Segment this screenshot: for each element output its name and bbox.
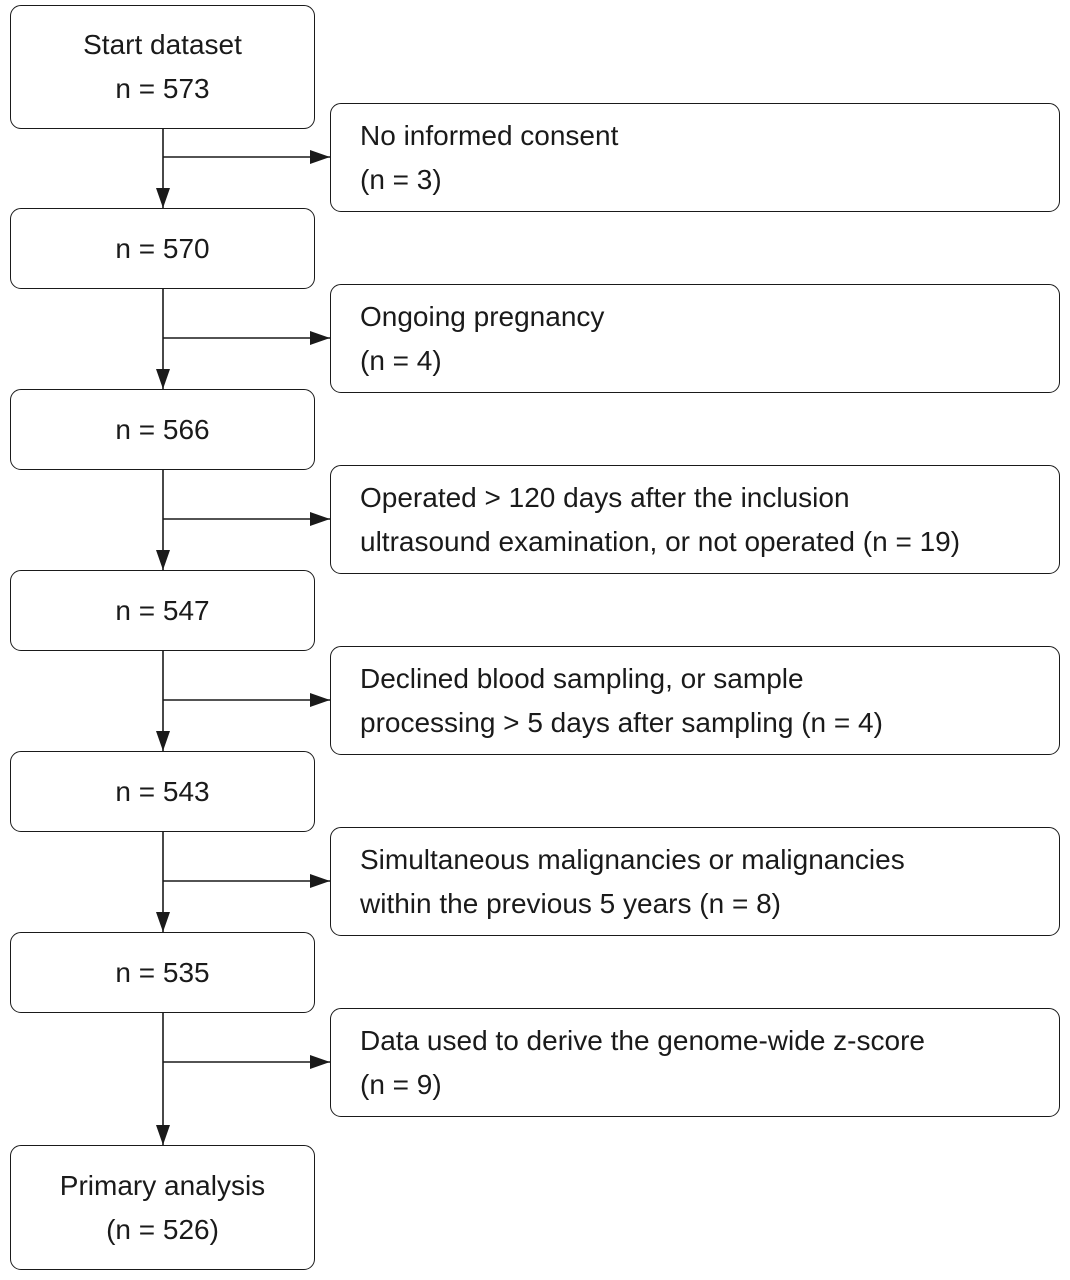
exclusion-box-5-line-1: Simultaneous malignancies or malignancie… bbox=[360, 843, 905, 875]
main-box-3-count: n = 566 bbox=[115, 413, 210, 445]
exclusion-box-6-line-2: (n = 9) bbox=[360, 1068, 442, 1100]
exclusion-box-2-line-2: (n = 4) bbox=[360, 344, 442, 376]
main-box-4: n = 547 bbox=[10, 570, 315, 651]
main-box-4-count: n = 547 bbox=[115, 594, 210, 626]
exclusion-box-2: Ongoing pregnancy (n = 4) bbox=[330, 284, 1060, 393]
exclusion-box-6-line-1: Data used to derive the genome-wide z-sc… bbox=[360, 1024, 925, 1056]
main-box-start-title: Start dataset bbox=[83, 29, 242, 60]
main-box-3: n = 566 bbox=[10, 389, 315, 470]
exclusion-box-1-line-1: No informed consent bbox=[360, 119, 619, 151]
exclusion-box-6: Data used to derive the genome-wide z-sc… bbox=[330, 1008, 1060, 1117]
exclusion-box-1-line-2: (n = 3) bbox=[360, 163, 442, 195]
exclusion-box-5: Simultaneous malignancies or malignancie… bbox=[330, 827, 1060, 936]
exclusion-box-3-line-1: Operated > 120 days after the inclusion bbox=[360, 481, 850, 513]
main-box-2-count: n = 570 bbox=[115, 232, 210, 264]
exclusion-box-2-line-1: Ongoing pregnancy bbox=[360, 300, 605, 332]
exclusion-box-3-line-2: ultrasound examination, or not operated … bbox=[360, 525, 961, 557]
main-box-final-count: (n = 526) bbox=[106, 1213, 219, 1245]
main-box-2: n = 570 bbox=[10, 208, 315, 289]
exclusion-box-1: No informed consent (n = 3) bbox=[330, 103, 1060, 212]
main-box-5-count: n = 543 bbox=[115, 775, 210, 807]
exclusion-box-3: Operated > 120 days after the inclusion … bbox=[330, 465, 1060, 574]
exclusion-box-4-line-1: Declined blood sampling, or sample bbox=[360, 662, 804, 694]
main-box-6-count: n = 535 bbox=[115, 956, 210, 988]
main-box-start: Start dataset n = 573 bbox=[10, 5, 315, 129]
exclusion-box-4-line-2: processing > 5 days after sampling (n = … bbox=[360, 706, 883, 738]
main-box-5: n = 543 bbox=[10, 751, 315, 832]
main-box-final-title: Primary analysis bbox=[59, 1169, 266, 1201]
main-box-start-count: n = 573 bbox=[115, 73, 210, 104]
main-box-6: n = 535 bbox=[10, 932, 315, 1013]
main-box-final: Primary analysis (n = 526) bbox=[10, 1145, 315, 1270]
exclusion-box-4: Declined blood sampling, or sample proce… bbox=[330, 646, 1060, 755]
exclusion-box-5-line-2: within the previous 5 years (n = 8) bbox=[360, 887, 781, 919]
